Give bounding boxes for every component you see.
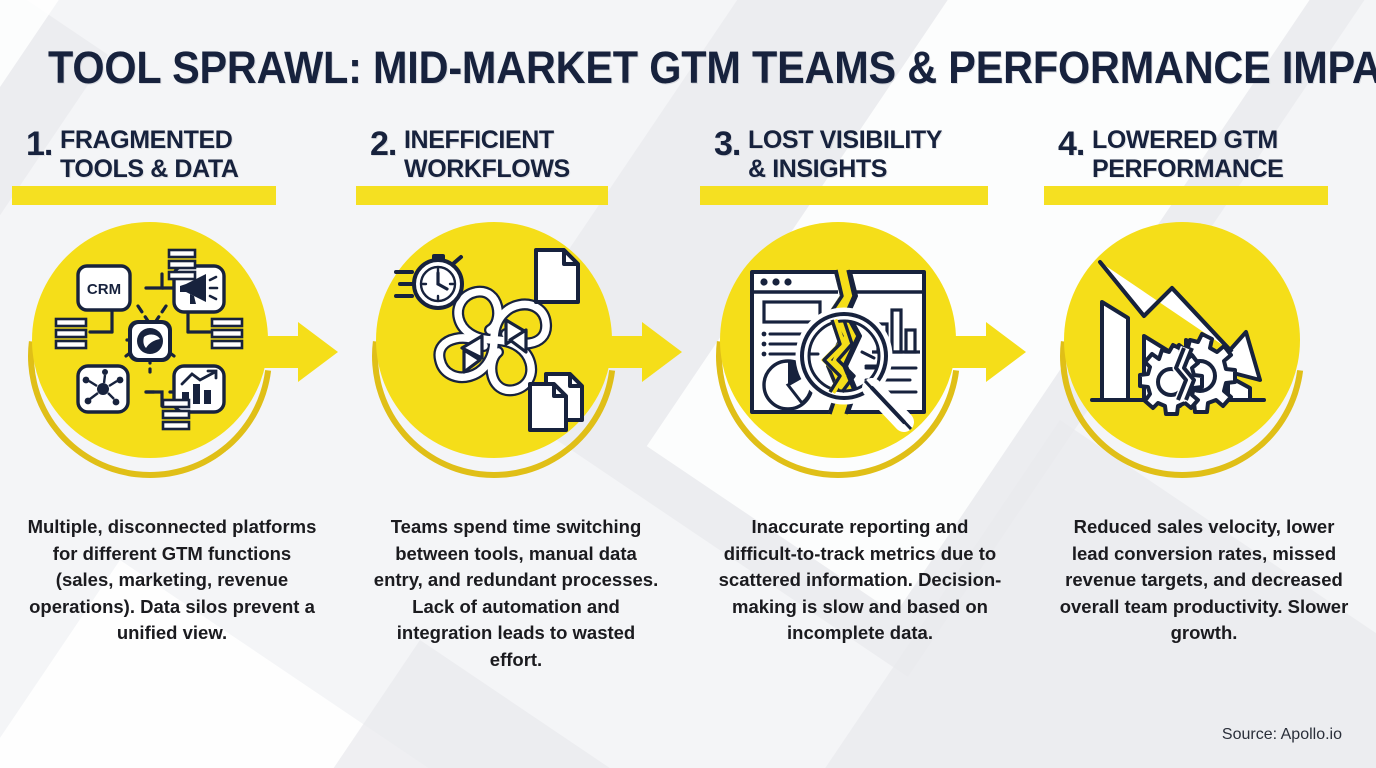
motion-lines — [394, 270, 414, 298]
tangled-workflow-loops-icon — [376, 222, 612, 458]
right-arrow-connector-3 — [940, 320, 1028, 384]
step-visual-1: CRM — [0, 184, 344, 528]
step-number-1: 1. — [26, 125, 53, 163]
step-header-1: 1. FRAGMENTED TOOLS & DATA — [0, 126, 344, 212]
loop-arrowheads — [460, 318, 528, 374]
step-title-1: FRAGMENTED TOOLS & DATA — [60, 126, 239, 183]
step-column-3: 3. LOST VISIBILITY & INSIGHTS — [666, 126, 1032, 673]
step-title-2: INEFFICIENT WORKFLOWS — [404, 126, 570, 183]
source-attribution: Source: Apollo.io — [1221, 726, 1342, 743]
header-highlight-bar-2 — [356, 186, 608, 205]
data-list-block-right — [210, 317, 244, 350]
step-number-3: 3. — [714, 125, 741, 163]
header-highlight-bar-3 — [700, 186, 988, 205]
step-header-4: 4. LOWERED GTM PERFORMANCE — [1032, 126, 1376, 212]
step-body-3: Inaccurate reporting and difficult-to-tr… — [718, 516, 1002, 643]
magnifying-glass-icon — [795, 307, 914, 432]
data-list-block-top — [167, 248, 197, 281]
crm-card-icon: CRM — [76, 264, 132, 312]
declining-chart-broken-gears-icon — [1064, 222, 1300, 458]
step-number-4: 4. — [1058, 125, 1085, 163]
step-column-1: 1. FRAGMENTED TOOLS & DATA — [0, 126, 344, 673]
data-list-block-bottom — [161, 398, 191, 431]
page-title: TOOL SPRAWL: MID-MARKET GTM TEAMS & PERF… — [48, 42, 1376, 93]
header-highlight-bar-1 — [12, 186, 276, 205]
step-title-3: LOST VISIBILITY & INSIGHTS — [748, 126, 943, 183]
broken-gears-icon — [1138, 332, 1237, 416]
right-arrow-connector-2 — [596, 320, 684, 384]
fragmented-tools-network-icon: CRM — [32, 222, 268, 458]
stopwatch-icon — [394, 254, 464, 310]
step-title-4: LOWERED GTM PERFORMANCE — [1092, 126, 1284, 183]
document-stack-icon — [528, 372, 584, 432]
central-hub-icon — [128, 320, 172, 362]
step-visual-2 — [322, 184, 688, 528]
step-column-2: 2. INEFFICIENT WORKFLOWS — [322, 126, 688, 673]
svg-text:CRM: CRM — [87, 281, 121, 298]
step-body-4: Reduced sales velocity, lower lead conve… — [1059, 516, 1349, 643]
step-body-1: Multiple, disconnected platforms for dif… — [27, 516, 317, 643]
step-number-2: 2. — [370, 125, 397, 163]
step-visual-4 — [1010, 184, 1376, 528]
network-node-card-icon — [76, 364, 130, 414]
step-header-2: 2. INEFFICIENT WORKFLOWS — [344, 126, 688, 212]
document-icon-top — [534, 248, 580, 304]
step-visual-3 — [666, 184, 1032, 528]
step-header-3: 3. LOST VISIBILITY & INSIGHTS — [688, 126, 1032, 212]
data-list-block-left — [54, 317, 88, 350]
header-highlight-bar-4 — [1044, 186, 1328, 205]
right-arrow-connector-1 — [252, 320, 340, 384]
steps-row: 1. FRAGMENTED TOOLS & DATA — [0, 126, 1376, 673]
step-body-2: Teams spend time switching between tools… — [373, 516, 659, 670]
cracked-dashboard-magnifier-icon — [720, 222, 956, 458]
step-column-4: 4. LOWERED GTM PERFORMANCE — [1010, 126, 1376, 673]
